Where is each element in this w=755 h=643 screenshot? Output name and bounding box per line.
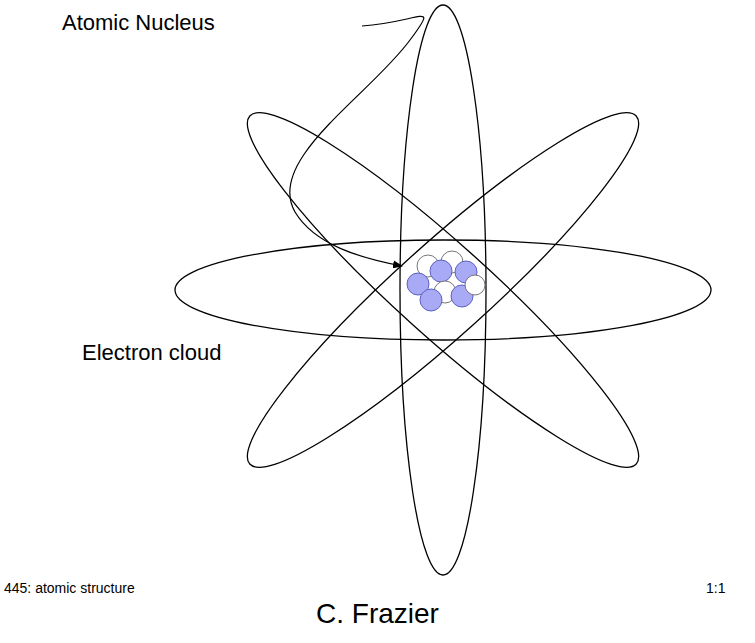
callout-label: Atomic Nucleus [62,10,215,35]
neutron [465,275,485,295]
orbit-ellipse [400,5,486,575]
callout-label: Electron cloud [82,340,221,365]
electron-orbits [175,5,711,575]
scale-label: 1:1 [706,580,725,596]
proton [430,260,452,282]
orbit-ellipse [219,82,667,498]
author-caption: C. Frazier [316,598,439,630]
nucleus [407,251,485,311]
leader-line [290,16,424,266]
figure-label: 445: atomic structure [4,580,135,596]
orbit-ellipse [175,240,711,340]
orbit-ellipse [219,82,667,498]
proton [420,289,442,311]
